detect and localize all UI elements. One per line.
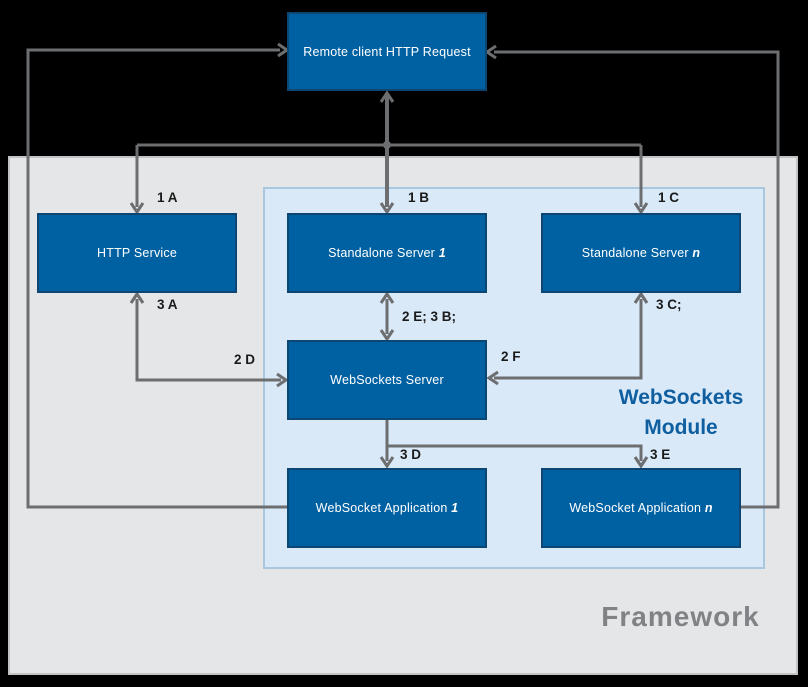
node-label: Standalone Server 1: [328, 246, 446, 260]
node-label: WebSocket Application n: [569, 501, 713, 515]
node-label: Standalone Server n: [581, 246, 701, 260]
node-label-suffix: n: [704, 501, 713, 515]
node-websocket-application-n: WebSocket Application n: [541, 468, 741, 548]
edge-standalone-n-websockets-server: [486, 291, 649, 386]
edge-label-3d: 3 D: [400, 447, 422, 462]
module-title-line1: WebSockets: [618, 386, 744, 409]
edge-label-1b: 1 B: [408, 190, 430, 205]
node-label-suffix: n: [692, 246, 701, 260]
arrowhead-up-icon: [129, 291, 145, 304]
node-label-suffix: 1: [438, 246, 446, 260]
node-label: WebSocket Application 1: [315, 501, 459, 515]
arrowhead-up-icon: [379, 291, 395, 304]
arrowhead-down-icon: [379, 202, 395, 215]
edge-label-2d: 2 D: [234, 352, 256, 367]
node-remote-client: Remote client HTTP Request: [287, 12, 487, 91]
edge-standalone-1-websockets-server: [379, 291, 395, 342]
edge-label-3e: 3 E: [650, 447, 671, 462]
edge-label-3c: 3 C;: [656, 297, 682, 312]
edge-label-1c: 1 C: [658, 190, 680, 205]
edge-distribution-line: [129, 143, 649, 215]
node-standalone-server-1: Standalone Server 1: [287, 213, 487, 293]
edge-http-service-websockets-server: [129, 291, 289, 388]
node-standalone-server-n: Standalone Server n: [541, 213, 741, 293]
arrowhead-down-icon: [379, 329, 395, 342]
arrowhead-left-icon: [484, 44, 497, 60]
websockets-module-title: WebSockets Module: [591, 383, 771, 443]
node-label: WebSockets Server: [330, 373, 444, 387]
edge-label-2f: 2 F: [501, 349, 521, 364]
edge-remote-client-standalone-1: [379, 90, 395, 215]
edge-label-1a: 1 A: [157, 190, 178, 205]
node-label: Remote client HTTP Request: [303, 44, 471, 59]
arrowhead-down-icon: [633, 202, 649, 215]
edge-label-3a: 3 A: [157, 297, 178, 312]
edge-websockets-server-to-apps: [379, 420, 649, 469]
edge-appn-to-remote-client: [484, 44, 780, 509]
node-label-suffix: 1: [451, 501, 459, 515]
arrowhead-down-icon: [129, 202, 145, 215]
node-websocket-application-1: WebSocket Application 1: [287, 468, 487, 548]
edge-label-2e-3b: 2 E; 3 B;: [402, 309, 457, 324]
arrowhead-up-icon: [633, 291, 649, 304]
node-websockets-server: WebSockets Server: [287, 340, 487, 420]
arrowhead-down-icon: [379, 456, 395, 469]
framework-title: Framework: [601, 601, 760, 632]
node-label: HTTP Service: [97, 246, 177, 260]
module-title-line2: Module: [644, 416, 718, 439]
arrowhead-left-icon: [486, 370, 499, 386]
node-http-service: HTTP Service: [37, 213, 237, 293]
arrowhead-up-icon: [379, 90, 395, 103]
arrowhead-right-icon: [276, 372, 289, 388]
arrowhead-down-icon: [633, 456, 649, 469]
